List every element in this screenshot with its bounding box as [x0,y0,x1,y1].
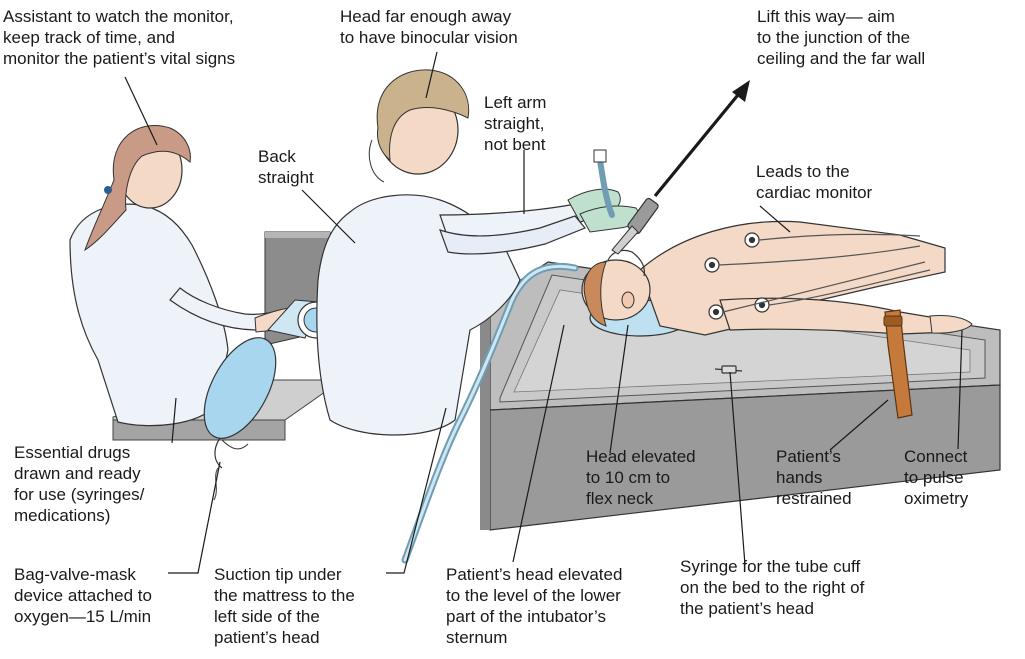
label-head-far: Head far enough away to have binocular v… [340,6,518,48]
label-patient-head-elevated: Patient’s head elevated to the level of … [446,564,622,648]
label-lift-direction: Lift this way— aim to the junction of th… [757,6,925,69]
label-left-arm: Left arm straight, not bent [484,92,546,155]
label-syringe-cuff: Syringe for the tube cuff on the bed to … [680,556,864,619]
label-leads: Leads to the cardiac monitor [756,161,872,203]
label-suction-tip: Suction tip under the mattress to the le… [214,564,355,648]
label-hands-restrained: Patient’s hands restrained [776,446,852,509]
label-bag-valve-mask: Bag-valve-mask device attached to oxygen… [14,564,152,627]
label-head-elevated-10cm: Head elevated to 10 cm to flex neck [586,446,696,509]
leader-bvm [168,462,220,573]
label-assistant: Assistant to watch the monitor, keep tra… [3,6,235,69]
label-back-straight: Back straight [258,146,314,188]
label-pulse-oximetry: Connect to pulse oximetry [904,446,968,509]
label-essential-drugs: Essential drugs drawn and ready for use … [14,442,144,526]
lift-direction-arrow [655,80,750,196]
